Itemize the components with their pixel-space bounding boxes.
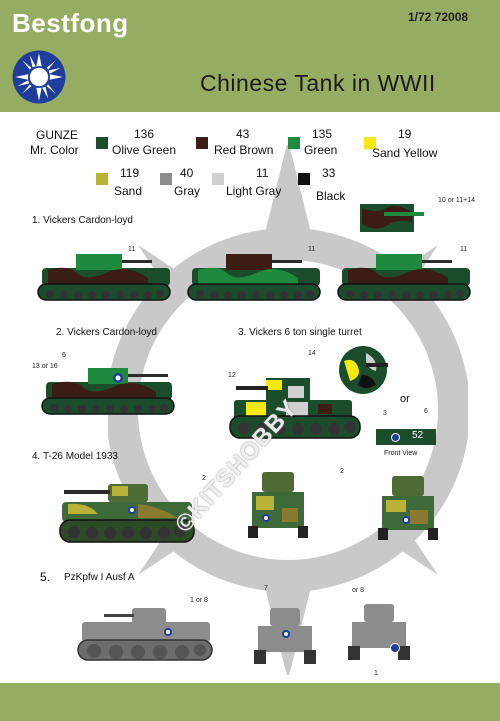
vickers-tankette-side-2 [187,254,321,301]
front-view-label: Front View [384,450,418,457]
footer-band [0,683,500,721]
pzkpfw-i-side-view [77,608,213,661]
vickers-tankette-side-3 [337,254,471,301]
paint-code-40: 40 [180,166,194,180]
swatch-olive-green [96,137,108,149]
paint-brand-line2: Mr. Color [30,143,79,157]
roundel-icon [390,643,400,653]
swatch-sand [96,173,108,185]
pzkpfw-i-front-view [254,608,316,664]
vickers-6ton-side [229,378,361,439]
section-5-number: 5. [40,570,51,584]
paint-code-119: 119 [120,166,140,180]
paint-name-green: Green [304,143,338,157]
or-text: or [400,393,410,405]
roundel-icon [391,433,400,442]
paint-name-gray: Gray [174,184,201,198]
paint-code-19: 19 [398,127,412,141]
t26-side-view [59,484,195,543]
callout-11-a: 11 [128,246,136,253]
callout-3: 3 [383,410,387,417]
header-band [0,0,500,112]
section-4-label: 4. T-26 Model 1933 [32,451,118,462]
paint-code-136: 136 [134,127,155,141]
paint-name-black: Black [316,189,346,203]
section-2-label: 2. Vickers Cardon-loyd [56,327,157,338]
plate-number: 52 [412,430,424,441]
paint-brand-line1: GUNZE [36,128,78,142]
front-plate: 52 [376,429,436,445]
callout-2-b: 2 [340,468,344,475]
pzkpfw-i-rear-view [348,604,410,660]
swatch-red-brown [196,137,208,149]
paint-code-43: 43 [236,127,250,141]
callout-14: 14 [308,350,316,357]
blue-sky-white-sun-emblem-icon [12,50,66,104]
callout-11-b: 11 [308,246,316,253]
section-1-label: 1. Vickers Cardon-loyd [32,215,133,226]
paint-name-sand-yellow: Sand Yellow [372,146,438,160]
vickers-tankette-side-1 [37,254,171,301]
paint-code-135: 135 [312,127,333,141]
callout-6: 6 [62,352,66,359]
vickers-6ton-turret-detail [339,346,388,394]
paint-code-33: 33 [322,166,336,180]
callout-2-a: 2 [202,475,206,482]
callout-11-c: 11 [460,246,468,253]
callout-1: 1 [374,670,378,677]
callout-12: 12 [228,372,236,379]
callout-10-or-11-14: 10 or 11+14 [438,197,476,204]
scale-code: 1/72 72008 [408,10,469,24]
paint-code-11: 11 [256,166,269,180]
sheet-title: Chinese Tank in WWII [200,70,436,96]
swatch-sand-yellow [364,137,376,149]
t26-front-view [248,472,308,538]
brand-name: Bestfong [12,8,129,38]
vickers-tankette-top-view [360,204,424,232]
vickers-tankette-section2 [41,368,175,415]
callout-or-8: or 8 [352,587,365,594]
paint-name-olive-green: Olive Green [112,143,177,157]
paint-name-light-gray: Light Gray [226,184,282,198]
section-3-label: 3. Vickers 6 ton single turret [238,327,362,338]
swatch-black [298,173,310,185]
swatch-green [288,137,300,149]
section-5-label: PzKpfw I Ausf A [64,572,135,583]
t26-rear-view [378,476,438,540]
callout-6-b: 6 [424,408,428,415]
callout-1-or-8: 1 or 8 [190,597,208,604]
swatch-gray [160,173,172,185]
callout-7: 7 [264,585,268,592]
paint-name-red-brown: Red Brown [214,143,274,157]
paint-name-sand: Sand [114,184,143,198]
callout-13-or-16: 13 or 16 [32,363,58,370]
swatch-light-gray [212,173,224,185]
